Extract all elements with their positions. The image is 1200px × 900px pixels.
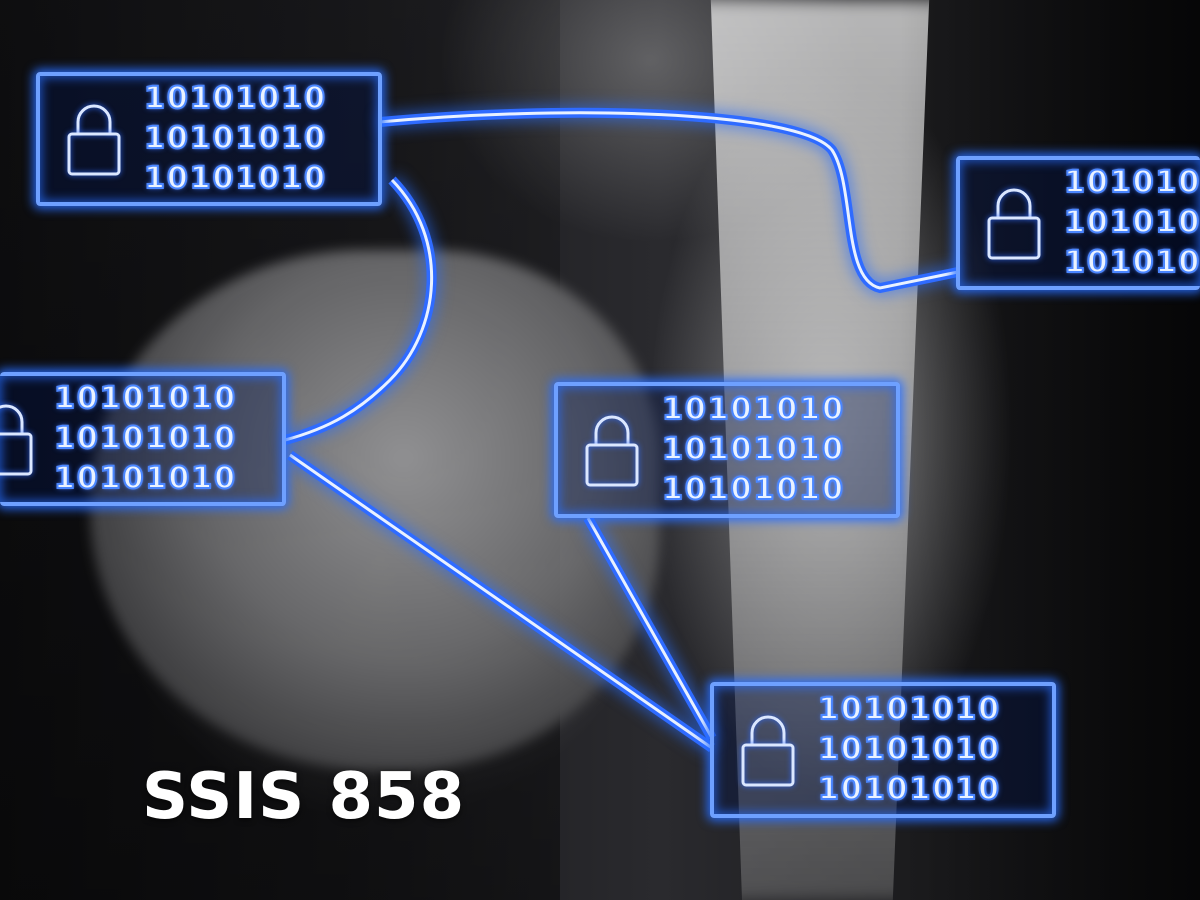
link-2 — [283, 176, 437, 445]
data-block-top-right: 101010 101010 101010 — [956, 156, 1200, 290]
binary-lines: 10101010 10101010 10101010 — [143, 79, 327, 199]
white-shirt — [710, 0, 930, 900]
padlock-icon — [0, 400, 34, 478]
binary-line: 10101010 — [817, 771, 1001, 808]
binary-line: 10101010 — [661, 391, 845, 428]
binary-line: 10101010 — [53, 420, 237, 457]
binary-lines: 101010 101010 101010 — [1063, 163, 1200, 283]
image-caption: SSIS 858 — [142, 760, 466, 834]
binary-lines: 10101010 10101010 10101010 — [817, 690, 1001, 810]
data-block-mid-left: 10101010 10101010 10101010 — [0, 372, 286, 506]
binary-line: 10101010 — [661, 471, 845, 508]
link-1 — [379, 107, 960, 294]
binary-line: 101010 — [1063, 164, 1200, 201]
binary-line: 10101010 — [143, 80, 327, 117]
binary-lines: 10101010 10101010 10101010 — [661, 390, 845, 510]
padlock-icon — [740, 711, 796, 789]
binary-line: 10101010 — [817, 691, 1001, 728]
data-block-bottom-right: 10101010 10101010 10101010 — [710, 682, 1056, 818]
data-block-top-left: 10101010 10101010 10101010 — [36, 72, 382, 206]
binary-lines: 10101010 10101010 10101010 — [53, 379, 237, 499]
binary-line: 10101010 — [53, 460, 237, 497]
suit-shadow-right — [900, 0, 1200, 900]
binary-line: 101010 — [1063, 244, 1200, 281]
padlock-icon — [584, 411, 640, 489]
padlock-icon — [986, 184, 1042, 262]
binary-line: 10101010 — [53, 380, 237, 417]
binary-line: 10101010 — [661, 431, 845, 468]
binary-line: 10101010 — [143, 120, 327, 157]
padlock-icon — [66, 100, 122, 178]
data-block-center: 10101010 10101010 10101010 — [554, 382, 900, 518]
binary-line: 10101010 — [817, 731, 1001, 768]
binary-line: 101010 — [1063, 204, 1200, 241]
binary-line: 10101010 — [143, 160, 327, 197]
